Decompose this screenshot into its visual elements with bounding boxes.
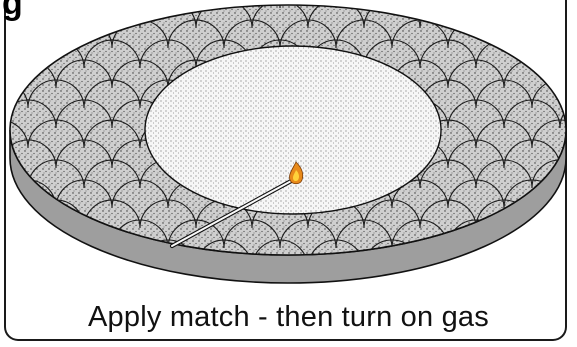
burner-center bbox=[145, 46, 441, 214]
scallop-arc bbox=[0, 240, 28, 268]
scallop-arc bbox=[28, 0, 84, 28]
scallop-arc bbox=[504, 20, 560, 48]
scallop-arc bbox=[28, 240, 84, 268]
scallop-arc bbox=[532, 0, 577, 28]
scallop-arc bbox=[392, 0, 448, 8]
scallop-arc bbox=[0, 0, 56, 8]
scallop-arc bbox=[560, 0, 577, 8]
figure-caption: Apply match - then turn on gas bbox=[0, 301, 577, 334]
scallop-arc bbox=[0, 220, 56, 248]
scallop-arc bbox=[504, 0, 560, 8]
scallop-arc bbox=[560, 180, 577, 208]
scallop-arc bbox=[0, 20, 56, 48]
scallop-arc bbox=[168, 0, 224, 8]
scallop-arc bbox=[560, 60, 577, 88]
scallop-arc bbox=[0, 40, 28, 68]
scallop-arc bbox=[448, 0, 504, 8]
scallop-arc bbox=[84, 0, 140, 28]
scallop-arc bbox=[532, 240, 577, 268]
scallop-arc bbox=[0, 0, 28, 28]
scallop-arc bbox=[0, 200, 28, 228]
scallop-arc bbox=[560, 20, 577, 48]
scallop-arc bbox=[532, 40, 577, 68]
burner-illustration bbox=[0, 0, 577, 300]
scallop-arc bbox=[112, 0, 168, 8]
scallop-arc bbox=[56, 0, 112, 8]
scallop-arc bbox=[476, 0, 532, 28]
scallop-arc bbox=[560, 220, 577, 248]
